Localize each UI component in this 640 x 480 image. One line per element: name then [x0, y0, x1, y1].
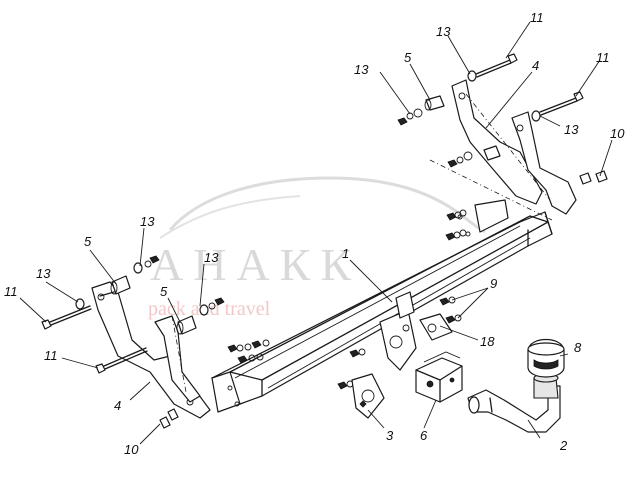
- watermark-brand: АНАКК: [150, 239, 361, 290]
- bracket-right-part-4: [429, 79, 577, 221]
- washer-part-13-right: [467, 70, 541, 122]
- watermark-car-outline: [168, 176, 486, 234]
- label-13-left: 13: [36, 266, 51, 281]
- bolt-part-11-lower: [95, 347, 148, 374]
- bolts-part-9: [439, 296, 462, 324]
- label-4-lower: 4: [114, 398, 121, 413]
- socket-fasteners: [337, 348, 366, 390]
- label-2-tow-ball-neck: 2: [559, 438, 568, 453]
- label-10-left: 10: [124, 442, 139, 457]
- electrical-socket-part-6: [415, 351, 463, 403]
- spacer-part-5-upper: [424, 95, 501, 161]
- label-10-right: 10: [610, 126, 625, 141]
- leader-lines: [19, 21, 613, 445]
- ball-cover-part-8: [527, 338, 565, 378]
- label-5-upper: 5: [404, 50, 412, 65]
- watermark-tagline: pack and travel: [148, 298, 271, 320]
- label-13-right: 13: [564, 122, 579, 137]
- tow-ball-neck-part-2: [467, 373, 561, 433]
- label-13-left-mid: 13: [204, 250, 219, 265]
- label-8-ball-cover: 8: [574, 340, 582, 355]
- plate-part-18: [419, 313, 453, 341]
- bolt-part-10-right: [579, 170, 608, 185]
- center-mount-plate: [379, 291, 417, 371]
- label-13-left-top: 13: [140, 214, 155, 229]
- crossbar-fasteners-right: [445, 209, 467, 241]
- crossbar-fasteners-left: [227, 339, 270, 364]
- nut-washer-part-13-upper: [397, 108, 473, 168]
- watermark: АНАКК pack and travel: [148, 176, 486, 320]
- bolt-part-10-left: [159, 408, 179, 429]
- label-5-left-lower: 5: [160, 284, 168, 299]
- bolt-part-11-upper: [475, 53, 518, 78]
- label-3-socket-bracket: 3: [386, 428, 394, 443]
- label-13-upper: 13: [354, 62, 369, 77]
- label-11-upper: 11: [530, 10, 544, 25]
- label-1-crossbar: 1: [342, 246, 349, 261]
- label-5-left: 5: [84, 234, 92, 249]
- label-13-upper-top: 13: [436, 24, 451, 39]
- label-11-lower: 11: [44, 348, 58, 363]
- label-11-left: 11: [4, 284, 18, 299]
- label-4-upper: 4: [532, 58, 539, 73]
- bolt-part-11-left: [41, 305, 92, 330]
- label-9-bolts: 9: [490, 276, 497, 291]
- part-labels: 11 13 5 4 11 13 13 10 13 5 13 11 13 1 5 …: [4, 10, 625, 457]
- label-6-socket: 6: [420, 428, 428, 443]
- spacer-part-5-left: [110, 275, 225, 335]
- label-18-plate: 18: [480, 334, 495, 349]
- crossbar-part-1: [211, 199, 553, 413]
- socket-bracket-part-3: [351, 373, 385, 419]
- label-11-right: 11: [596, 50, 610, 65]
